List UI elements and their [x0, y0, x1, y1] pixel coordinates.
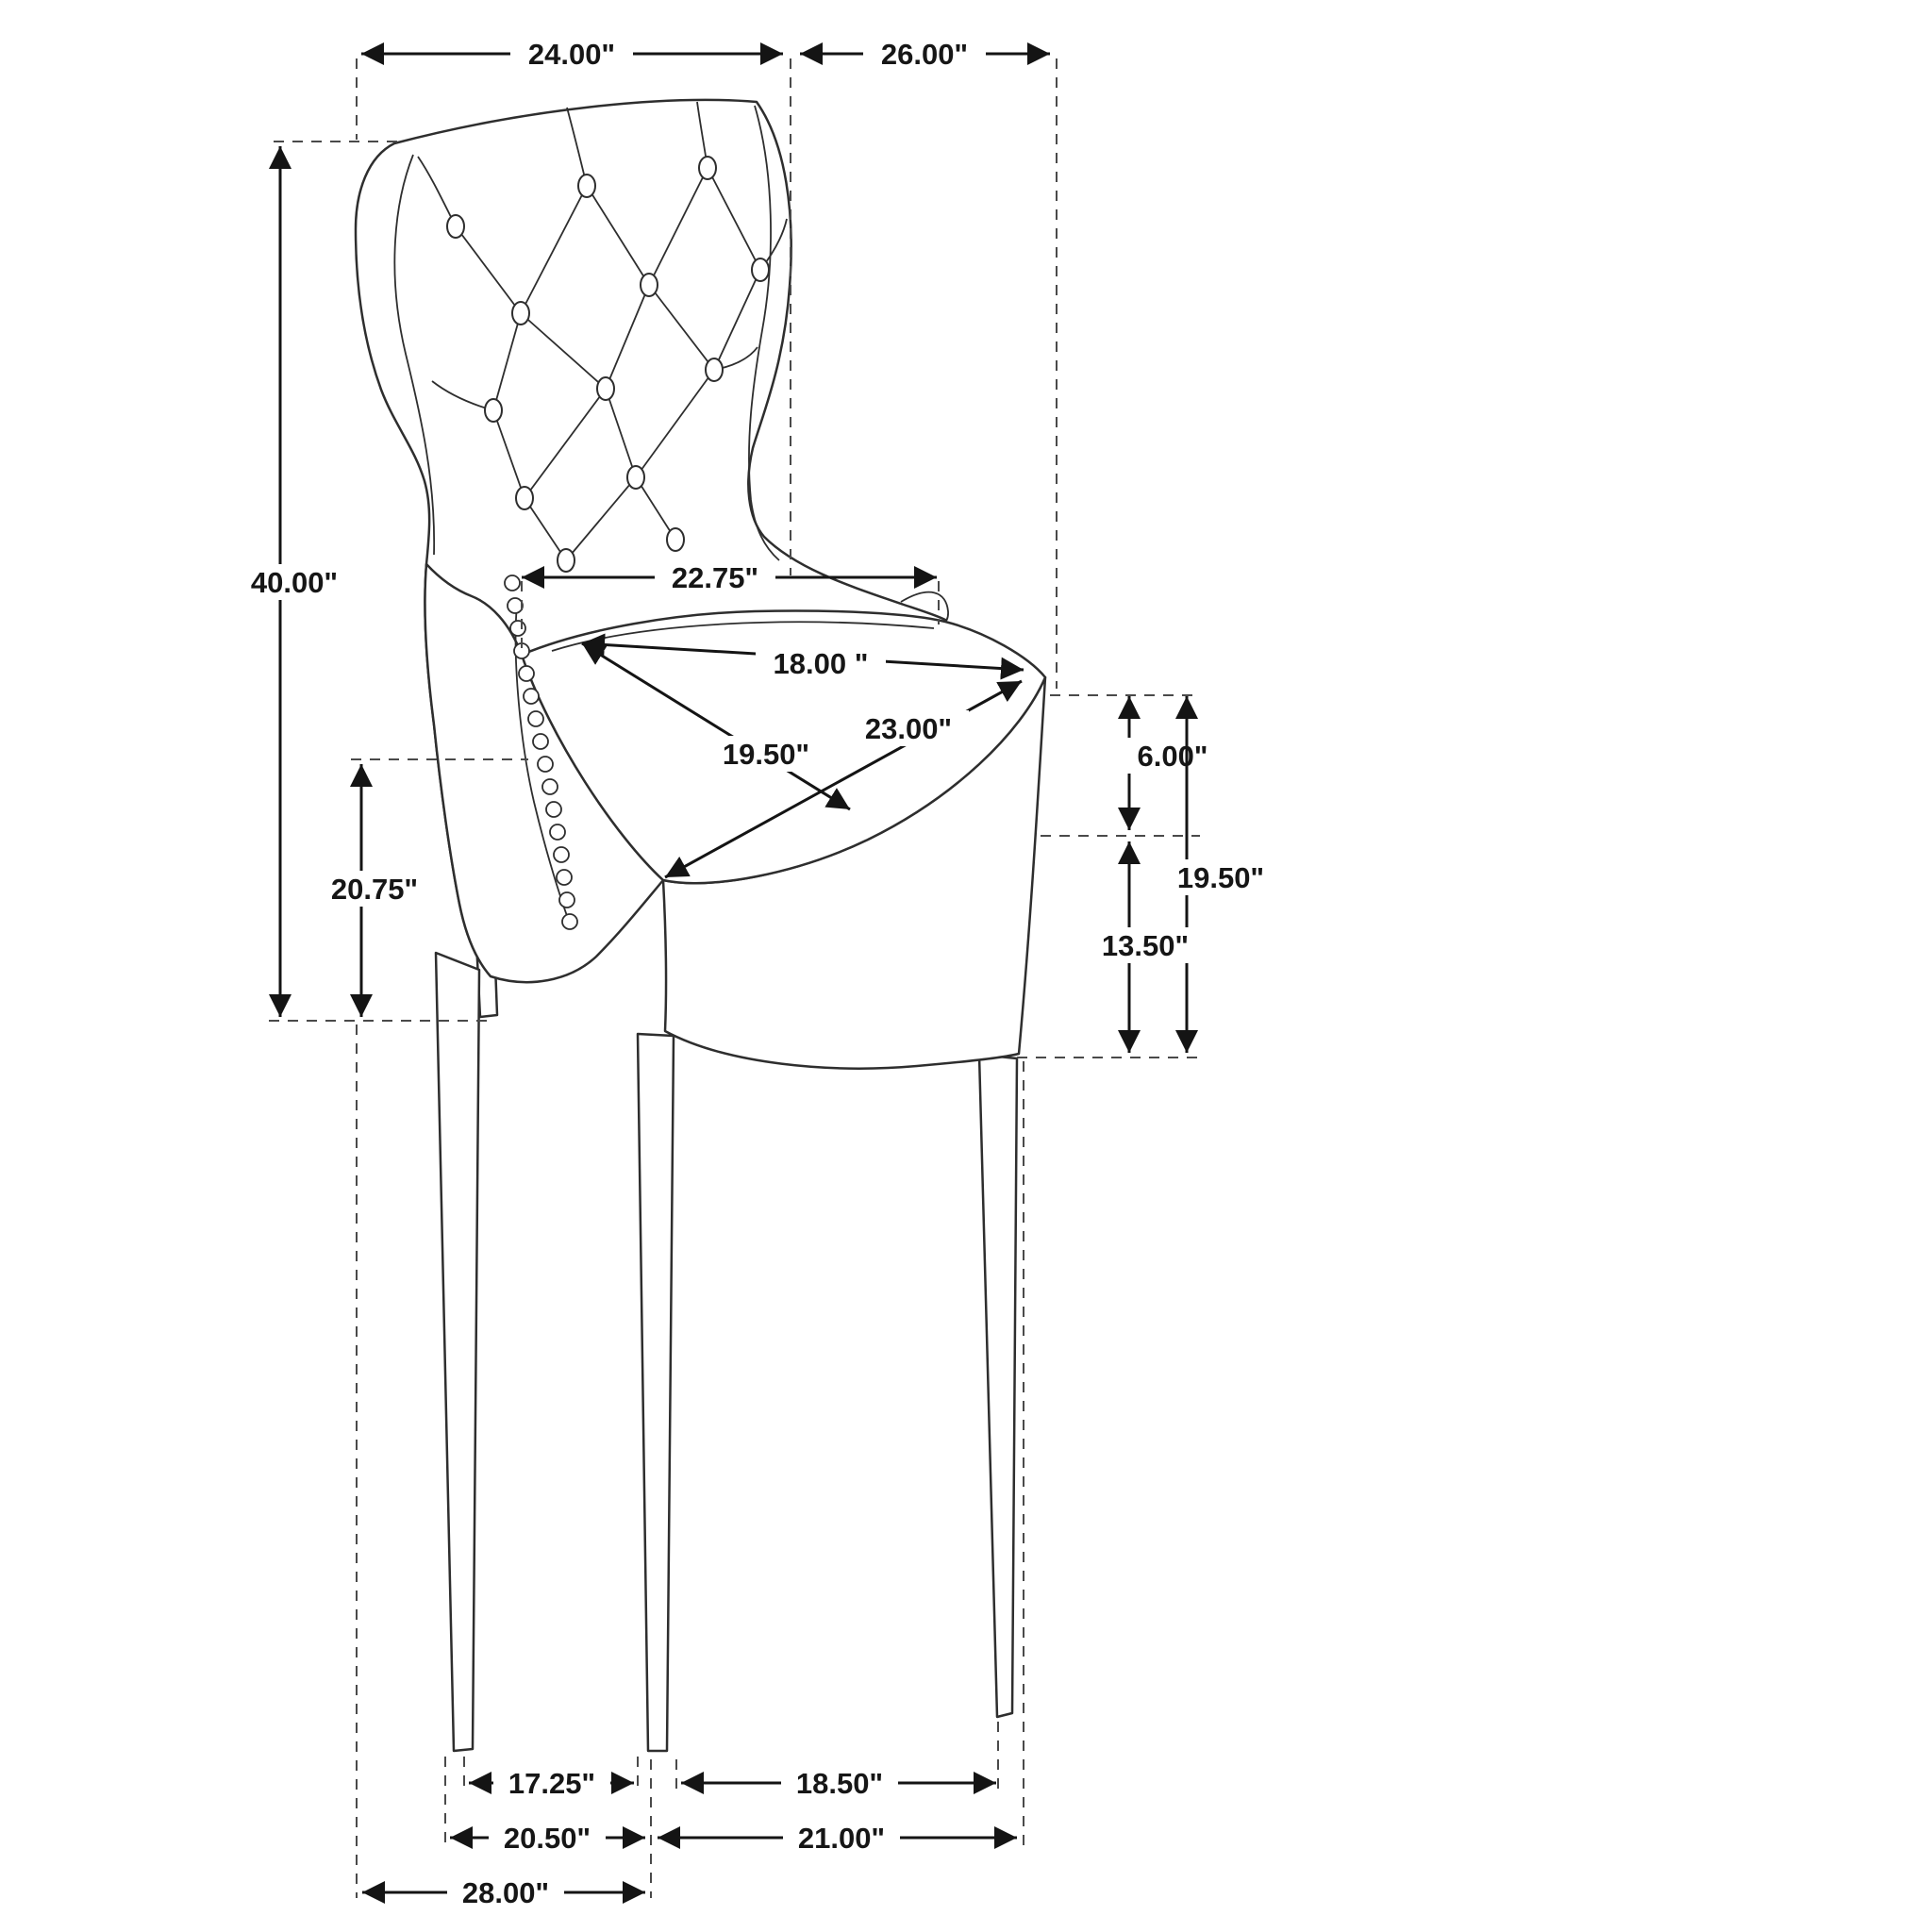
dim-side-leg-spacing: 18.50"	[681, 1765, 996, 1801]
dim-label-bg	[655, 559, 775, 595]
dim-base-front-width: 20.50"	[450, 1820, 645, 1856]
dim-overall-height: 40.00"	[234, 146, 355, 1017]
dim-label: 19.50"	[1177, 861, 1264, 894]
dim-cushion-thickness: 6.00"	[1118, 696, 1222, 830]
dimensions: 24.00" 26.00" 40.00" 20.75" 22.75" 18.00…	[234, 36, 1279, 1910]
dim-label: 23.00"	[865, 712, 952, 745]
dim-label: 26.00"	[881, 38, 968, 71]
dim-label-bg	[848, 710, 969, 746]
dim-label: 20.50"	[504, 1822, 591, 1855]
dim-label-bg	[1162, 859, 1279, 895]
tufting-lines	[417, 101, 788, 561]
dim-base-side-depth: 21.00"	[658, 1820, 1017, 1856]
dim-seat-width: 19.50"	[581, 641, 851, 811]
dim-label-bg	[1124, 738, 1222, 774]
dim-top-overall-depth: 26.00"	[800, 36, 1050, 72]
dim-label-bg	[234, 564, 355, 600]
dim-label: 22.75"	[672, 561, 758, 594]
dim-overall-bottom-depth: 28.00"	[362, 1874, 645, 1910]
dim-label: 28.00"	[462, 1876, 549, 1909]
dim-label: 17.25"	[508, 1767, 595, 1800]
dim-seat-height: 19.50"	[1162, 696, 1279, 1053]
dim-label-bg	[706, 736, 826, 772]
dim-label: 6.00"	[1137, 740, 1208, 773]
dim-label-bg	[783, 1820, 900, 1856]
dim-leg-height: 13.50"	[1087, 841, 1204, 1053]
chair-illustration	[354, 98, 1047, 1753]
dim-label: 40.00"	[251, 566, 338, 599]
dim-label-bg	[447, 1874, 564, 1910]
dim-top-back-width: 24.00"	[361, 36, 783, 72]
dim-label-bg	[1087, 927, 1204, 963]
leg-front-left	[434, 951, 481, 1753]
dim-label: 18.50"	[796, 1767, 883, 1800]
dim-label-bg	[493, 1765, 610, 1801]
dim-label: 19.50"	[723, 738, 809, 771]
tufting-buttons	[446, 156, 770, 573]
dim-label: 13.50"	[1102, 929, 1189, 962]
leg-front-center	[636, 1032, 675, 1753]
dim-label-bg	[510, 36, 633, 72]
dim-back-width: 22.75"	[522, 559, 937, 595]
dim-label-bg	[489, 1820, 606, 1856]
extension-lines	[269, 58, 1200, 1898]
dim-label: 24.00"	[528, 38, 615, 71]
dim-label: 20.75"	[331, 873, 418, 906]
dim-label: 18.00 "	[774, 647, 869, 680]
dim-label: 21.00"	[798, 1822, 885, 1855]
dim-arm-height: 20.75"	[314, 764, 435, 1017]
nailhead-trim	[504, 575, 578, 930]
dim-label-bg	[781, 1765, 898, 1801]
dim-front-leg-spacing: 17.25"	[469, 1765, 634, 1801]
dim-label-bg	[314, 871, 435, 907]
side-panel	[424, 562, 665, 984]
leg-back-right	[977, 1053, 1019, 1719]
dim-label-bg	[863, 36, 986, 72]
